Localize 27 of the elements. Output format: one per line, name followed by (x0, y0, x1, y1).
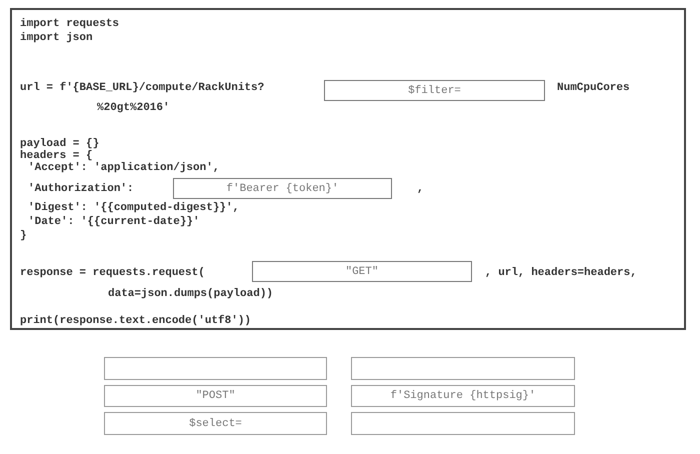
answer-option: $select= (104, 412, 327, 435)
code-text: 'Authorization': (28, 183, 134, 196)
code-text: , (417, 183, 424, 196)
code-text: } (20, 230, 27, 243)
code-text: payload = {} (20, 138, 100, 150)
code-text: NumCpuCores (557, 82, 630, 95)
code-text: import requests (20, 18, 120, 31)
answer-slot: "GET" (252, 261, 472, 282)
code-panel (10, 8, 686, 330)
code-text: headers = { (20, 150, 93, 162)
answer-option: "POST" (104, 385, 327, 407)
answer-option: f'Signature {httpsig}' (351, 385, 575, 407)
code-text: , url, headers=headers, (485, 267, 637, 280)
code-text: import json (20, 32, 93, 45)
code-text: data=json.dumps(payload)) (108, 288, 274, 301)
answer-slot: $filter= (324, 80, 545, 101)
code-text: 'Digest': '{{computed-digest}}', (28, 202, 240, 215)
code-text: 'Accept': 'application/json', (28, 162, 220, 175)
answer-slot: f'Bearer {token}' (173, 178, 392, 199)
code-text: response = requests.request( (20, 267, 205, 280)
code-text: print(response.text.encode('utf8')) (20, 315, 252, 328)
empty-option (351, 412, 575, 435)
empty-option (351, 357, 575, 380)
code-text: %20gt%2016' (97, 102, 170, 115)
code-text: url = f'{BASE_URL}/compute/RackUnits? (20, 82, 264, 95)
empty-option (104, 357, 327, 380)
code-text: 'Date': '{{current-date}}' (28, 216, 200, 229)
